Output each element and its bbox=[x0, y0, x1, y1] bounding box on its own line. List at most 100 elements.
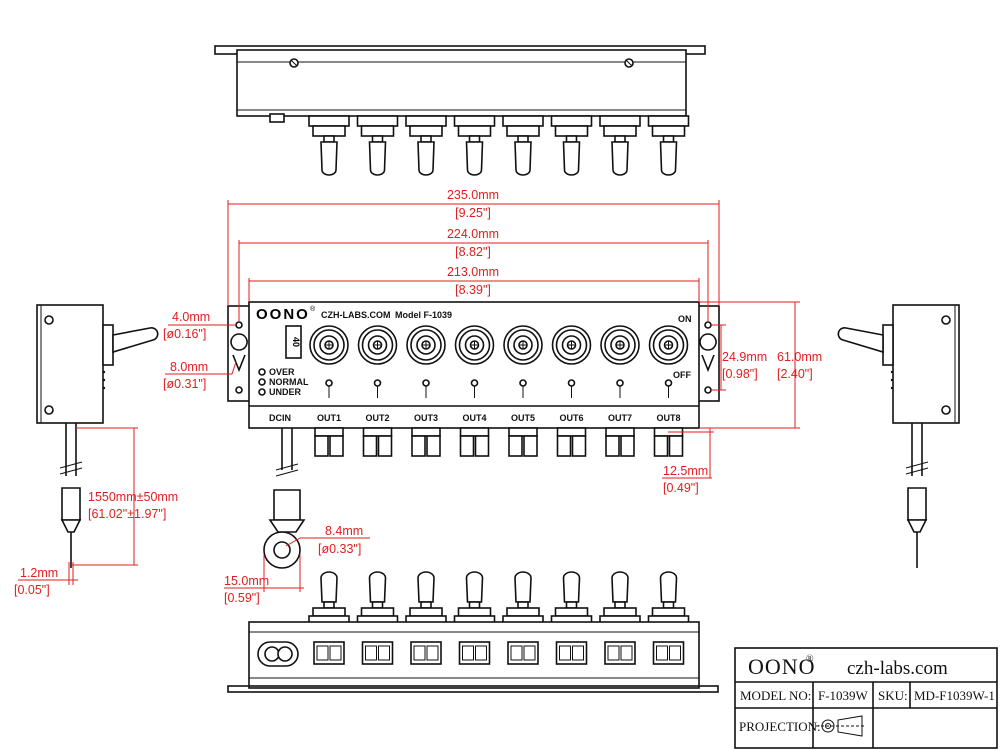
output-connector-6 bbox=[556, 427, 587, 457]
toggle-switch-bottom-7 bbox=[599, 571, 641, 624]
toggle-lever-icon bbox=[837, 327, 884, 354]
led-normal-icon bbox=[258, 378, 266, 386]
toggle-switch-top-8 bbox=[647, 115, 690, 176]
mount-hole-icon bbox=[235, 386, 243, 394]
screw-icon bbox=[941, 315, 951, 325]
bottom-connector-6 bbox=[555, 641, 588, 665]
dim-wire-tip-inch: [0.05"] bbox=[14, 583, 50, 597]
toggle-switch-7[interactable]: OUT7 bbox=[600, 325, 640, 423]
trademark-mark: ® bbox=[310, 305, 316, 313]
cable-sleeve bbox=[273, 489, 301, 521]
third-angle-projection-icon bbox=[816, 715, 866, 737]
toggle-switch-bottom-3 bbox=[405, 571, 447, 624]
dim-body-width-inch: [8.39"] bbox=[455, 283, 491, 297]
mount-hole-icon bbox=[704, 386, 712, 394]
off-label: OFF bbox=[673, 370, 691, 380]
sku-value: MD-F1039W-1 bbox=[914, 688, 995, 703]
indicator-label-under: UNDER bbox=[269, 387, 302, 397]
channel-led-icon bbox=[567, 379, 576, 387]
toggle-base-side bbox=[882, 324, 894, 366]
dim-overall-width-mm: 235.0mm bbox=[447, 188, 499, 202]
panel-body bbox=[248, 301, 700, 429]
channel-led-icon bbox=[664, 379, 673, 387]
output-connector-5 bbox=[508, 427, 538, 457]
toggle-switch-top-7 bbox=[599, 115, 641, 176]
toggle-switch-3[interactable]: OUT3 bbox=[406, 325, 446, 423]
toggle-switch-top-4 bbox=[453, 115, 496, 176]
bottom-connector-2 bbox=[361, 641, 394, 665]
right-side-view bbox=[837, 304, 960, 568]
output-label-6: OUT6 bbox=[559, 413, 583, 423]
dim-wire-tip-mm: 1.2mm bbox=[20, 566, 58, 580]
title-block-website: czh-labs.com bbox=[847, 658, 948, 679]
right-side-body bbox=[892, 304, 960, 424]
projection-label: PROJECTION: bbox=[739, 719, 821, 734]
toggle-switch-5[interactable]: OUT5 bbox=[503, 325, 543, 423]
toggle-switch-4[interactable]: OUT4 bbox=[454, 325, 495, 423]
mount-hole-icon bbox=[235, 321, 243, 329]
fuse-holder bbox=[285, 325, 302, 359]
toggle-switch-bottom-2 bbox=[356, 571, 399, 624]
toggle-switch-8[interactable]: OUT8 bbox=[648, 325, 689, 423]
bottom-view bbox=[227, 571, 719, 693]
dim-connector-depth-inch: [0.49"] bbox=[663, 481, 699, 495]
dim-cable-length-inch: [61.02"±1.97"] bbox=[88, 507, 166, 521]
bottom-connector-8 bbox=[652, 641, 685, 665]
led-housing bbox=[269, 113, 285, 123]
keyhole-slot-icon bbox=[699, 333, 717, 373]
output-connector-1 bbox=[314, 427, 344, 457]
toggle-switch-bottom-1 bbox=[308, 571, 350, 624]
sku-label: SKU: bbox=[878, 688, 908, 703]
screw-icon bbox=[941, 405, 951, 415]
output-connector-7 bbox=[605, 427, 635, 457]
left-cable bbox=[65, 423, 77, 476]
bottom-connector-7 bbox=[604, 641, 636, 665]
toggle-switch-1[interactable]: OUT1 bbox=[309, 325, 349, 423]
front-view: OONO ® CZH-LABS.COM Model F-1039 ON OFF … bbox=[227, 301, 720, 569]
toggle-switch-top-2 bbox=[356, 115, 399, 176]
screw-icon bbox=[44, 405, 54, 415]
output-connector-4 bbox=[459, 427, 490, 457]
top-view bbox=[214, 45, 706, 176]
output-connector-2 bbox=[362, 427, 393, 457]
dim-ring-size-mm: 15.0mm bbox=[224, 574, 269, 588]
channel-led-icon bbox=[519, 379, 527, 387]
toggle-switch-top-3 bbox=[405, 115, 447, 176]
output-connector-3 bbox=[411, 427, 441, 457]
bottom-connector-1 bbox=[313, 641, 345, 665]
dim-body-width-mm: 213.0mm bbox=[447, 265, 499, 279]
output-label-8: OUT8 bbox=[656, 413, 680, 423]
keyhole-slot-icon bbox=[230, 333, 248, 373]
dc-input-cable bbox=[281, 428, 293, 470]
toggle-switch-2[interactable]: OUT2 bbox=[357, 325, 398, 423]
toggle-base-side bbox=[102, 324, 114, 366]
dim-hole-pitch-inch: [8.82"] bbox=[455, 245, 491, 259]
channel-led-icon bbox=[325, 379, 333, 387]
toggle-switch-6[interactable]: OUT6 bbox=[551, 325, 592, 423]
toggle-switch-top-1 bbox=[308, 115, 350, 176]
dim-connector-depth-mm: 12.5mm bbox=[663, 464, 708, 478]
dim-ring-hole-mm: 8.4mm bbox=[325, 524, 363, 538]
title-block-brand: OONO bbox=[748, 654, 816, 679]
model-no-label: MODEL NO: bbox=[740, 688, 811, 703]
channel-led-icon bbox=[373, 379, 382, 387]
dim-hole-spacing-inch: [0.98"] bbox=[722, 367, 758, 381]
dim-hole-small-inch: [ø0.16"] bbox=[163, 327, 206, 341]
title-block-trademark: ® bbox=[806, 654, 814, 665]
indicator-label-over: OVER bbox=[269, 367, 295, 377]
toggle-lever-icon bbox=[112, 327, 159, 354]
dim-height-mm: 61.0mm bbox=[777, 350, 822, 364]
top-view-body bbox=[236, 49, 687, 117]
led-over-icon bbox=[258, 368, 266, 376]
toggle-switch-bottom-4 bbox=[453, 571, 496, 624]
output-label-4: OUT4 bbox=[462, 413, 486, 423]
bottom-connector-4 bbox=[458, 641, 491, 665]
toggle-switch-bottom-5 bbox=[502, 571, 544, 624]
led-under-icon bbox=[258, 388, 266, 396]
model-no-value: F-1039W bbox=[818, 688, 869, 703]
channel-led-icon bbox=[422, 379, 430, 387]
indicator-label-normal: NORMAL bbox=[269, 377, 309, 387]
left-side-view bbox=[36, 304, 159, 568]
bottom-connector-3 bbox=[410, 641, 442, 665]
dim-ring-size-inch: [0.59"] bbox=[224, 591, 260, 605]
